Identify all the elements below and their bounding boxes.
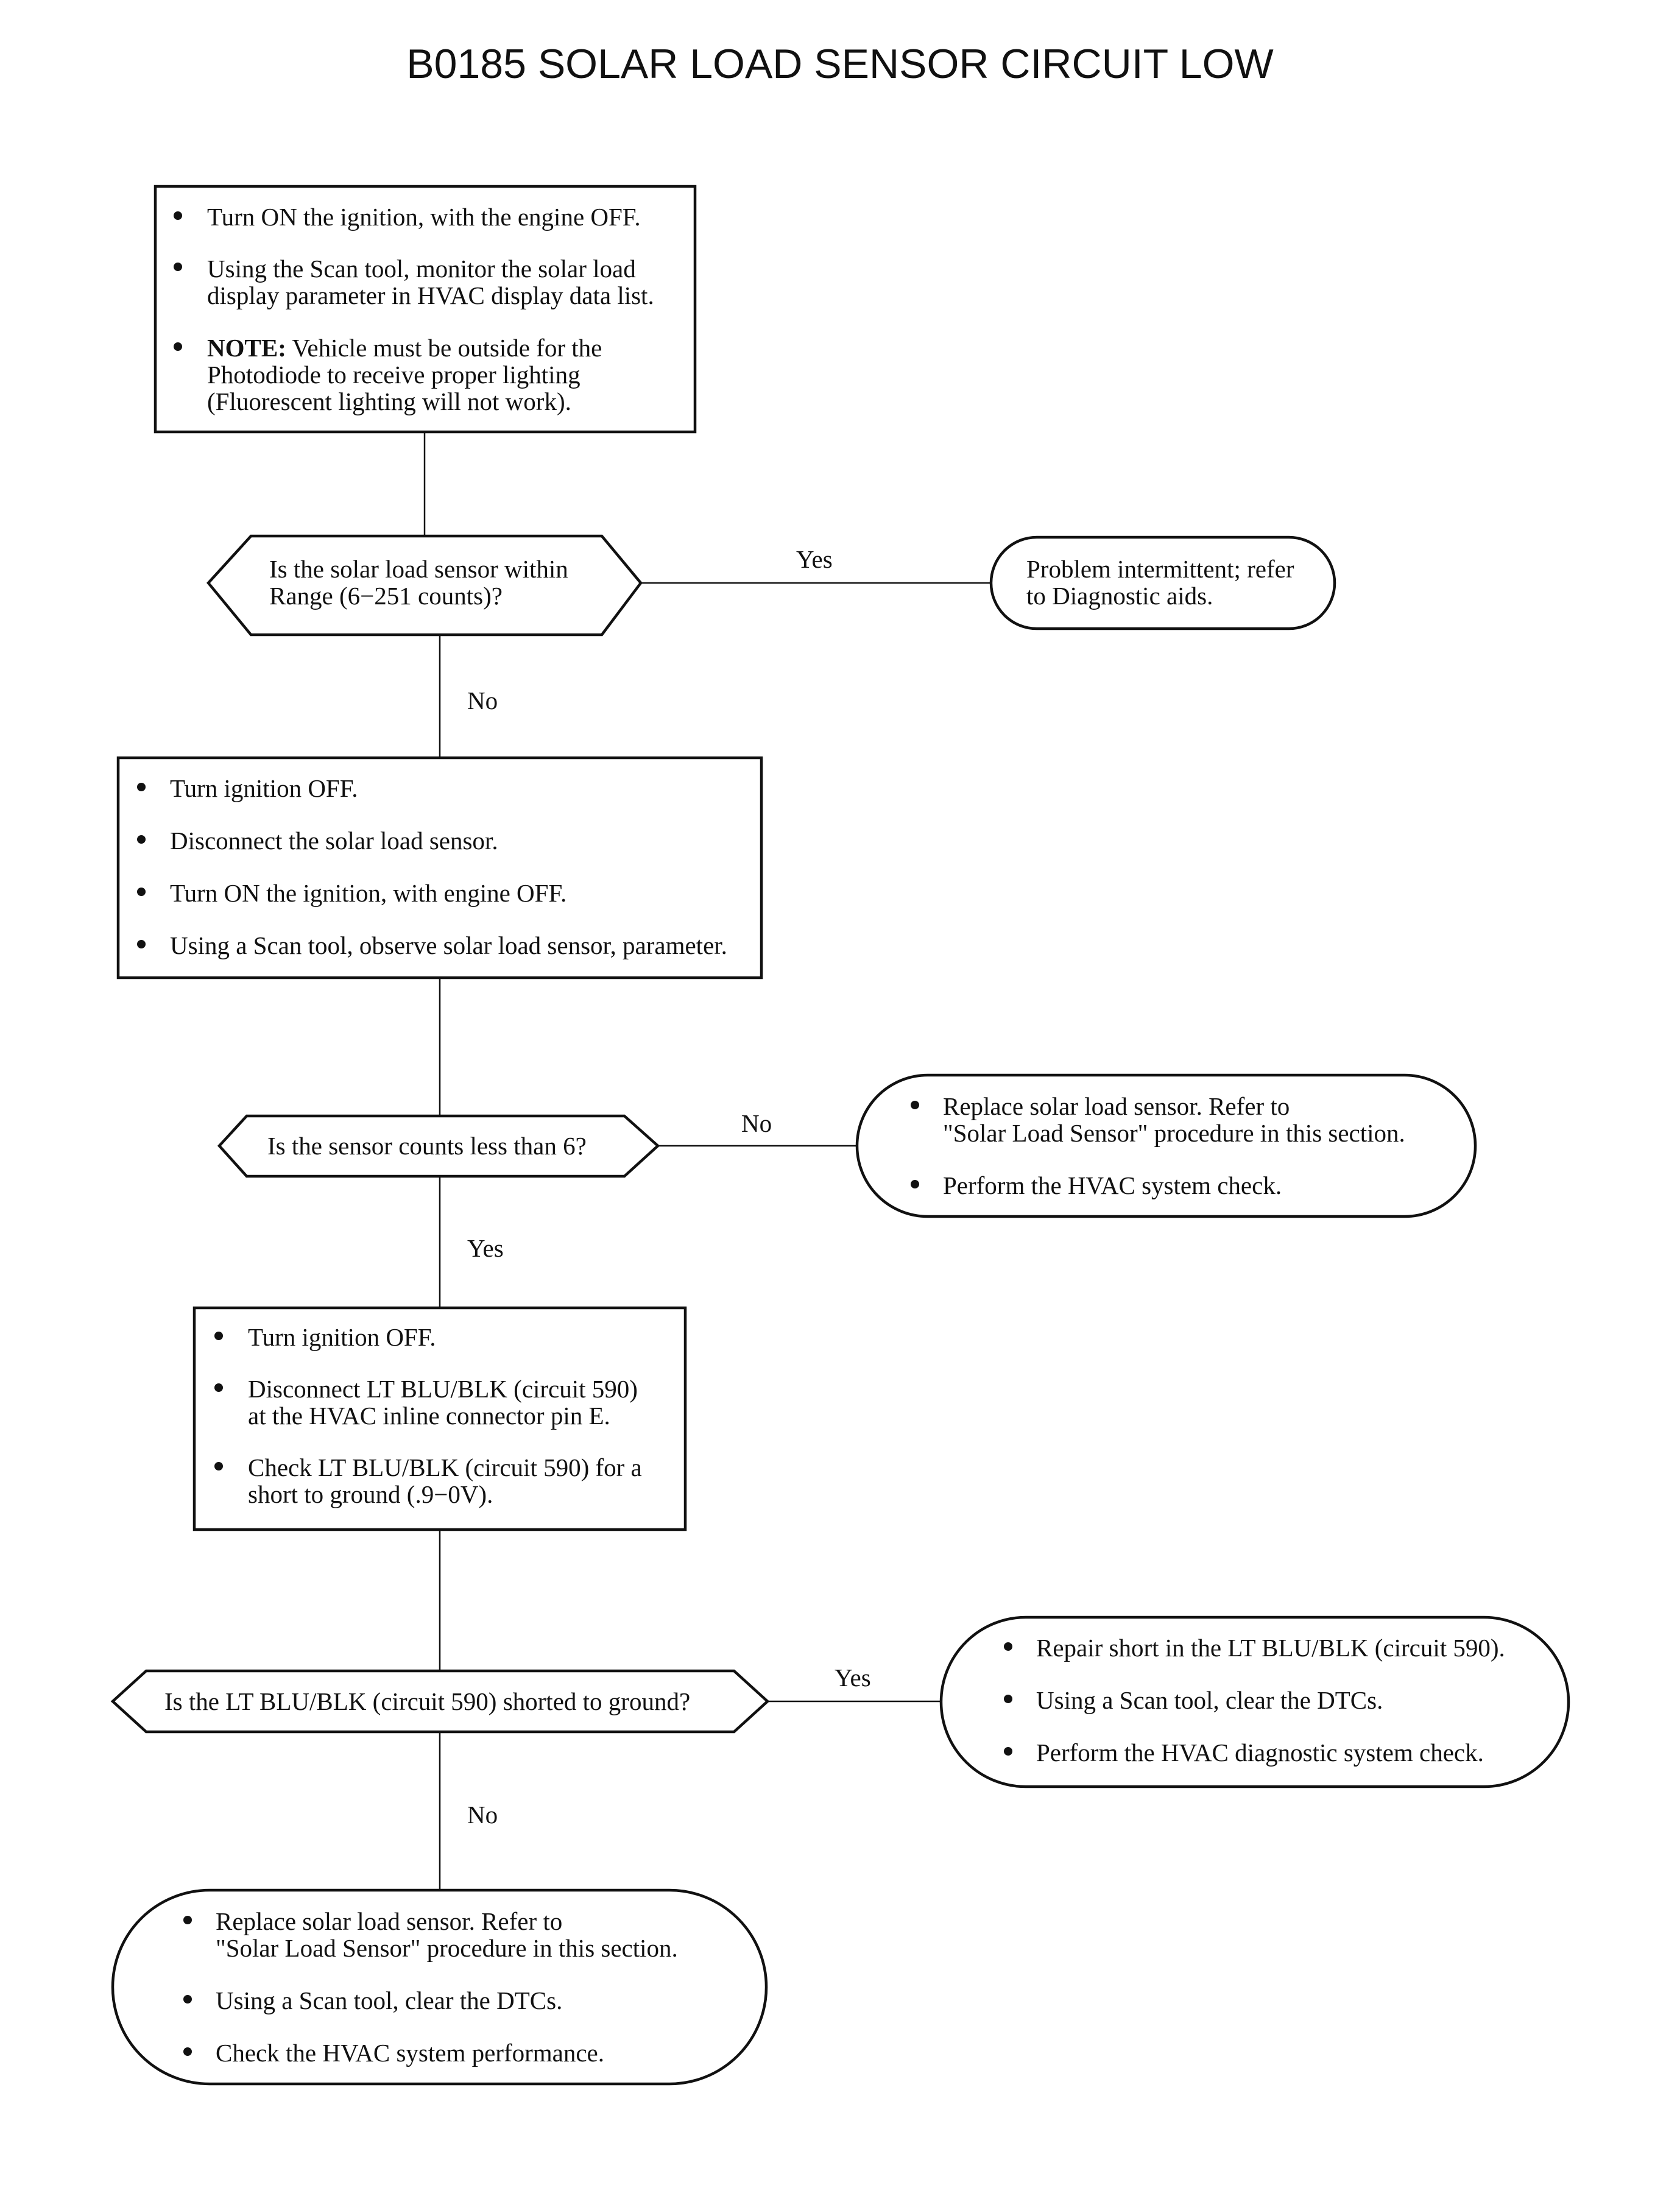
bullet-icon (174, 342, 182, 351)
connectors (423, 432, 991, 1890)
decision-3: Is the LT BLU/BLK (circuit 590) shorted … (110, 1669, 770, 1734)
result4-item-2: Using a Scan tool, clear the DTCs. (216, 1986, 562, 2014)
result2-item-2: Perform the HVAC system check. (943, 1171, 1282, 1199)
bullet-icon (174, 211, 182, 220)
step1-item-3: NOTE: Vehicle must be outside for the Ph… (207, 334, 609, 415)
decision3-text: Is the LT BLU/BLK (circuit 590) shorted … (164, 1687, 690, 1715)
step3-item-3: Check LT BLU/BLK (circuit 590) for a sho… (248, 1453, 648, 1508)
step2-item-3: Turn ON the ignition, with engine OFF. (170, 879, 566, 907)
decision-1: Is the solar load sensor within Range (6… (206, 534, 643, 637)
bullet-icon (214, 1383, 223, 1392)
bullet-icon (1004, 1695, 1012, 1703)
step2-item-1: Turn ignition OFF. (170, 774, 358, 802)
bullet-icon (183, 1995, 192, 2003)
step-box-3: Turn ignition OFF. Disconnect LT BLU/BLK… (192, 1306, 687, 1531)
step1-item-2: Using the Scan tool, monitor the solar l… (207, 255, 654, 309)
result-1: Problem intermittent; refer to Diagnosti… (989, 535, 1336, 630)
decision2-text: Is the sensor counts less than 6? (267, 1132, 587, 1160)
bullet-icon (174, 263, 182, 271)
bullet-icon (214, 1332, 223, 1340)
bullet-icon (137, 783, 146, 791)
edge-label-d2-yes: Yes (467, 1234, 504, 1262)
bullet-icon (183, 2047, 192, 2056)
edge-label-d2-no: No (741, 1109, 772, 1137)
bullet-icon (911, 1101, 919, 1109)
edge-label-d3-no: No (467, 1801, 498, 1829)
step-box-2: Turn ignition OFF. Disconnect the solar … (116, 756, 763, 980)
decision1-text: Is the solar load sensor within Range (6… (269, 555, 574, 610)
step1-item-1: Turn ON the ignition, with the engine OF… (207, 203, 641, 231)
bullet-icon (214, 1462, 223, 1470)
result1-text: Problem intermittent; refer to Diagnosti… (1026, 555, 1301, 610)
result-2: Replace solar load sensor. Refer to "Sol… (855, 1073, 1477, 1218)
step2-item-4: Using a Scan tool, observe solar load se… (170, 931, 727, 959)
result3-item-3: Perform the HVAC diagnostic system check… (1036, 1739, 1484, 1767)
bullet-icon (911, 1180, 919, 1188)
edge-label-d1-no: No (467, 687, 498, 715)
edge-label-d3-yes: Yes (835, 1664, 871, 1692)
result3-item-1: Repair short in the LT BLU/BLK (circuit … (1036, 1634, 1505, 1662)
result-3: Repair short in the LT BLU/BLK (circuit … (939, 1615, 1570, 1788)
bullet-icon (137, 888, 146, 896)
bullet-icon (137, 940, 146, 948)
result4-item-1: Replace solar load sensor. Refer to "Sol… (216, 1907, 678, 1962)
edge-label-d1-yes: Yes (796, 545, 833, 573)
result4-item-3: Check the HVAC system performance. (216, 2039, 604, 2067)
step3-item-1: Turn ignition OFF. (248, 1323, 436, 1351)
result-4: Replace solar load sensor. Refer to "Sol… (111, 1888, 768, 2086)
bullet-icon (1004, 1642, 1012, 1651)
step-box-1: Turn ON the ignition, with the engine OF… (154, 185, 697, 434)
step2-item-2: Disconnect the solar load sensor. (170, 827, 498, 855)
result3-item-2: Using a Scan tool, clear the DTCs. (1036, 1686, 1383, 1714)
bullet-icon (137, 835, 146, 844)
decision-2: Is the sensor counts less than 6? (217, 1114, 660, 1178)
bullet-icon (183, 1916, 192, 1924)
step3-item-2: Disconnect LT BLU/BLK (circuit 590) at t… (248, 1375, 644, 1430)
bullet-icon (1004, 1747, 1012, 1756)
result2-item-1: Replace solar load sensor. Refer to "Sol… (943, 1092, 1405, 1147)
page-title: B0185 SOLAR LOAD SENSOR CIRCUIT LOW (406, 41, 1273, 87)
